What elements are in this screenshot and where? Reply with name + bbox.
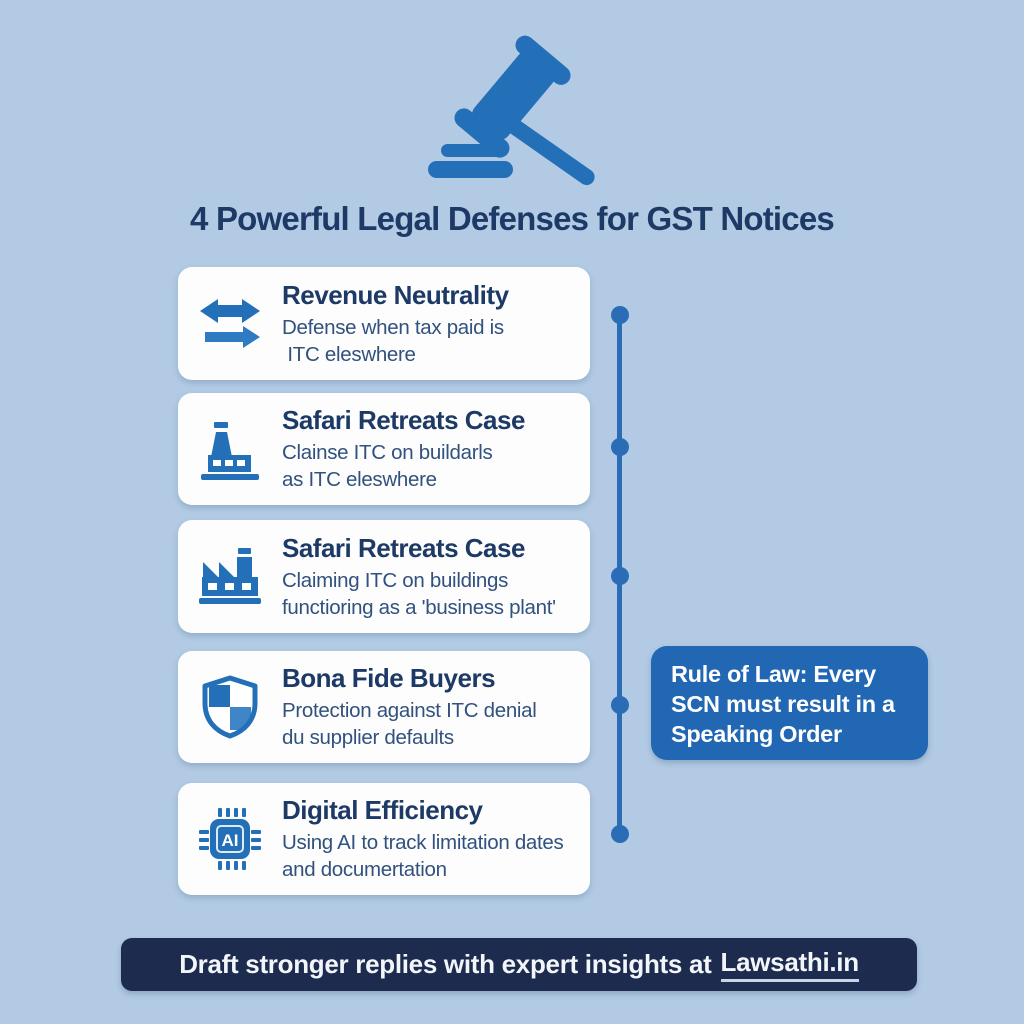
chimney-factory-icon [178,417,282,481]
card-description-line: Using AI to track limitation dates [282,831,564,854]
card-bona-fide-buyers: Bona Fide Buyers Protection against ITC … [178,651,590,763]
card-safari-retreats-2: Safari Retreats Case Claiming ITC on bui… [178,520,590,633]
card-revenue-neutrality: Revenue Neutrality Defense when tax paid… [178,267,590,380]
card-digital-efficiency: AI Digital Efficiency Using AI to track … [178,783,590,895]
page-title: 4 Powerful Legal Defenses for GST Notice… [190,200,835,237]
footer-banner: Draft stronger replies with expert insig… [121,938,917,991]
card-description-line: and documertation [282,858,447,881]
callout-line: Speaking Order [671,721,842,747]
factory-icon [178,545,282,609]
ai-chip-icon: AI [178,803,282,875]
card-title: Digital Efficiency [282,795,483,825]
card-description-line: Protection against ITC denial [282,699,537,722]
timeline-dot [611,696,629,714]
brand-link[interactable]: Lawsathi.in [720,947,859,982]
card-description-line: Defense when tax paid is [282,315,504,339]
card-safari-retreats-1: Safari Retreats Case Clainse ITC on buil… [178,393,590,505]
card-description-line: Clainse ITC on buildarls [282,441,493,464]
card-title: Safari Retreats Case [282,532,525,563]
timeline-dot [611,825,629,843]
footer-text: Draft stronger replies with expert insig… [179,949,712,979]
rule-of-law-callout: Rule of Law: Every SCN must result in a … [651,646,928,760]
card-description-line: Claiming ITC on buildings [282,568,509,592]
timeline-dot [611,306,629,324]
card-description-line: functioring as a 'business plant' [282,595,556,619]
shield-icon [178,675,282,739]
gavel-icon [408,34,618,186]
timeline-dot [611,438,629,456]
card-description-line: as ITC eleswhere [282,468,437,491]
callout-line: Rule of Law: Every [671,661,876,687]
card-description-line: du supplier defaults [282,726,454,749]
timeline-dot [611,567,629,585]
card-description-line: ITC eleswhere [282,342,416,366]
card-title: Safari Retreats Case [282,405,525,435]
exchange-arrows-icon [178,295,282,353]
callout-line: SCN must result in a [671,691,895,717]
ai-chip-label: AI [222,831,239,850]
card-title: Bona Fide Buyers [282,663,496,693]
card-title: Revenue Neutrality [282,279,509,310]
